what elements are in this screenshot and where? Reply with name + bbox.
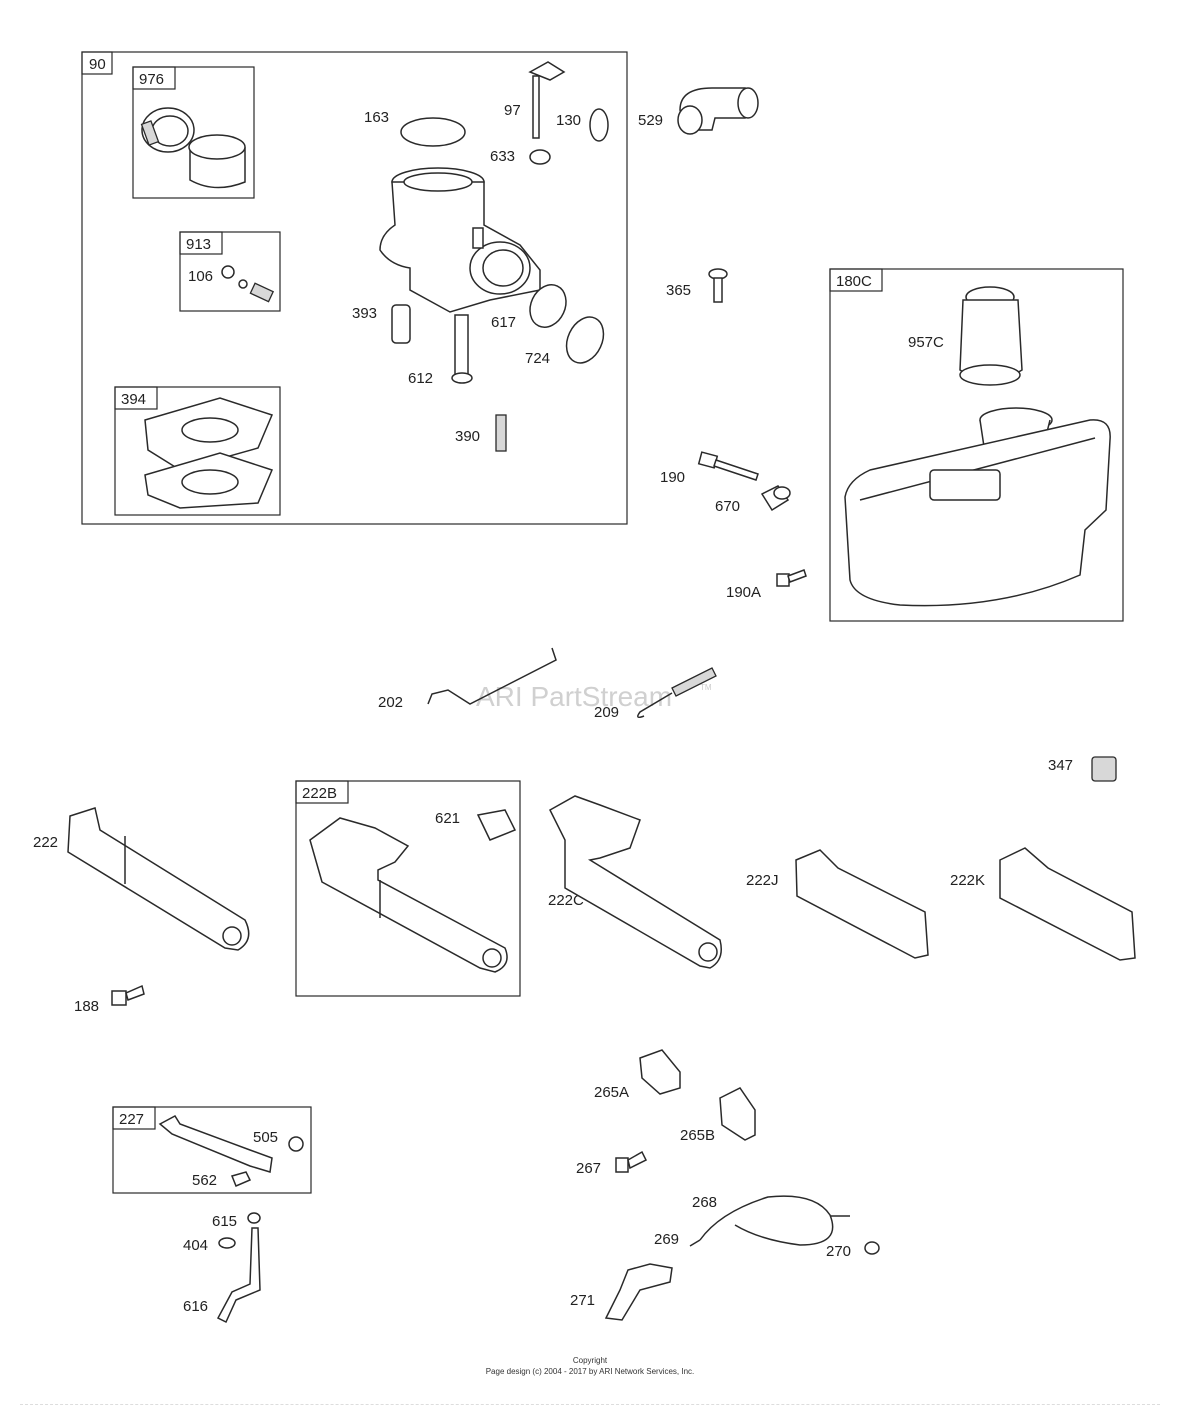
nut-505-icon: [288, 1136, 304, 1152]
box-976-label: 976: [139, 71, 164, 88]
needle-spring-icon: [221, 265, 275, 303]
shaft-616-icon: [216, 1227, 261, 1324]
bracket-265b-icon: [719, 1087, 756, 1141]
label-130: 130: [556, 112, 581, 129]
label-365: 365: [666, 282, 691, 299]
float-pin-icon: [391, 304, 411, 344]
box-976: 976: [132, 66, 255, 199]
screw-188-icon: [111, 984, 145, 1006]
bracket-222k-icon: [999, 847, 1136, 961]
box-222b-label: 222B: [302, 785, 337, 802]
label-269: 269: [654, 1231, 679, 1248]
copyright-line: Copyright: [572, 1356, 608, 1365]
air-filter-adapter-icon: [140, 107, 246, 189]
label-957c: 957C: [908, 334, 944, 351]
screw-365-icon: [708, 268, 728, 303]
seal-724-icon: [565, 316, 605, 364]
box-227: 227 505 562: [112, 1106, 312, 1194]
fuel-cap-icon: [959, 286, 1023, 386]
bracket-265a-icon: [639, 1049, 681, 1095]
box-180c-label: 180C: [836, 273, 872, 290]
label-271: 271: [570, 1292, 595, 1309]
clip-621-icon: [476, 809, 517, 841]
lever-271-icon: [604, 1263, 673, 1321]
label-190a: 190A: [726, 584, 761, 601]
label-621: 621: [435, 810, 460, 827]
box-180c: 180C 957C: [829, 268, 1124, 622]
gasket-163-icon: [400, 117, 466, 147]
label-265a: 265A: [594, 1084, 629, 1101]
label-505: 505: [253, 1129, 278, 1146]
spring-390-icon: [495, 414, 507, 452]
label-633: 633: [490, 148, 515, 165]
spacer-670-icon: [760, 485, 791, 512]
label-617: 617: [491, 314, 516, 331]
switch-347-icon: [1091, 756, 1117, 782]
label-222j: 222J: [746, 872, 779, 889]
label-529: 529: [638, 112, 663, 129]
label-190: 190: [660, 469, 685, 486]
label-268: 268: [692, 1194, 717, 1211]
o-ring-617-icon: [529, 284, 567, 328]
elbow-529-icon: [677, 87, 759, 135]
bracket-222-icon: [67, 807, 250, 951]
page-design-line: Page design (c) 2004 - 2017 by ARI Netwo…: [485, 1367, 695, 1376]
label-265b: 265B: [680, 1127, 715, 1144]
label-97: 97: [504, 102, 521, 119]
label-188: 188: [74, 998, 99, 1015]
bolt-190a-icon: [776, 569, 807, 587]
nut-270-icon: [864, 1241, 880, 1255]
label-612: 612: [408, 370, 433, 387]
seal-633-icon: [529, 149, 551, 165]
bracket-222b-icon: [309, 817, 508, 973]
label-270: 270: [826, 1243, 851, 1260]
label-222: 222: [33, 834, 58, 851]
screw-267-icon: [615, 1150, 648, 1173]
box-90: 90: [81, 51, 628, 525]
box-394-label: 394: [121, 391, 146, 408]
label-562: 562: [192, 1172, 217, 1189]
label-390: 390: [455, 428, 480, 445]
box-227-label: 227: [119, 1111, 144, 1128]
label-222k: 222K: [950, 872, 985, 889]
governor-link-202-icon: [427, 647, 557, 705]
lever-227-icon: [158, 1115, 273, 1187]
bolt-190-icon: [697, 451, 759, 481]
washer-615-icon: [247, 1212, 261, 1224]
bracket-222j-icon: [795, 849, 929, 959]
box-394: 394: [114, 386, 281, 516]
box-222b: 222B 621: [295, 780, 521, 997]
gasket-set-icon: [144, 397, 274, 509]
spring-209-icon: [637, 667, 717, 719]
choke-valve-icon: [589, 108, 609, 142]
label-616: 616: [183, 1298, 208, 1315]
label-670: 670: [715, 498, 740, 515]
box-90-label: 90: [89, 56, 106, 73]
choke-shaft-icon: [528, 61, 566, 139]
bracket-222c-icon: [549, 795, 722, 969]
label-202: 202: [378, 694, 403, 711]
carburetor-body-icon: [379, 167, 541, 384]
box-913: 913 106: [179, 231, 281, 312]
watermark: ARI PartStream: [476, 681, 672, 712]
label-222c: 222C: [548, 892, 584, 909]
label-163: 163: [364, 109, 389, 126]
box-913-label: 913: [186, 236, 211, 253]
footer-divider: [20, 1404, 1160, 1405]
label-724: 724: [525, 350, 550, 367]
label-209: 209: [594, 704, 619, 721]
label-267: 267: [576, 1160, 601, 1177]
cable-268-icon: [699, 1195, 834, 1246]
label-106: 106: [188, 268, 213, 285]
label-393: 393: [352, 305, 377, 322]
label-404: 404: [183, 1237, 208, 1254]
watermark-tm: TM: [700, 683, 712, 692]
label-615: 615: [212, 1213, 237, 1230]
fuel-tank-icon: [844, 407, 1111, 607]
washer-404-icon: [218, 1237, 236, 1249]
label-347: 347: [1048, 757, 1073, 774]
